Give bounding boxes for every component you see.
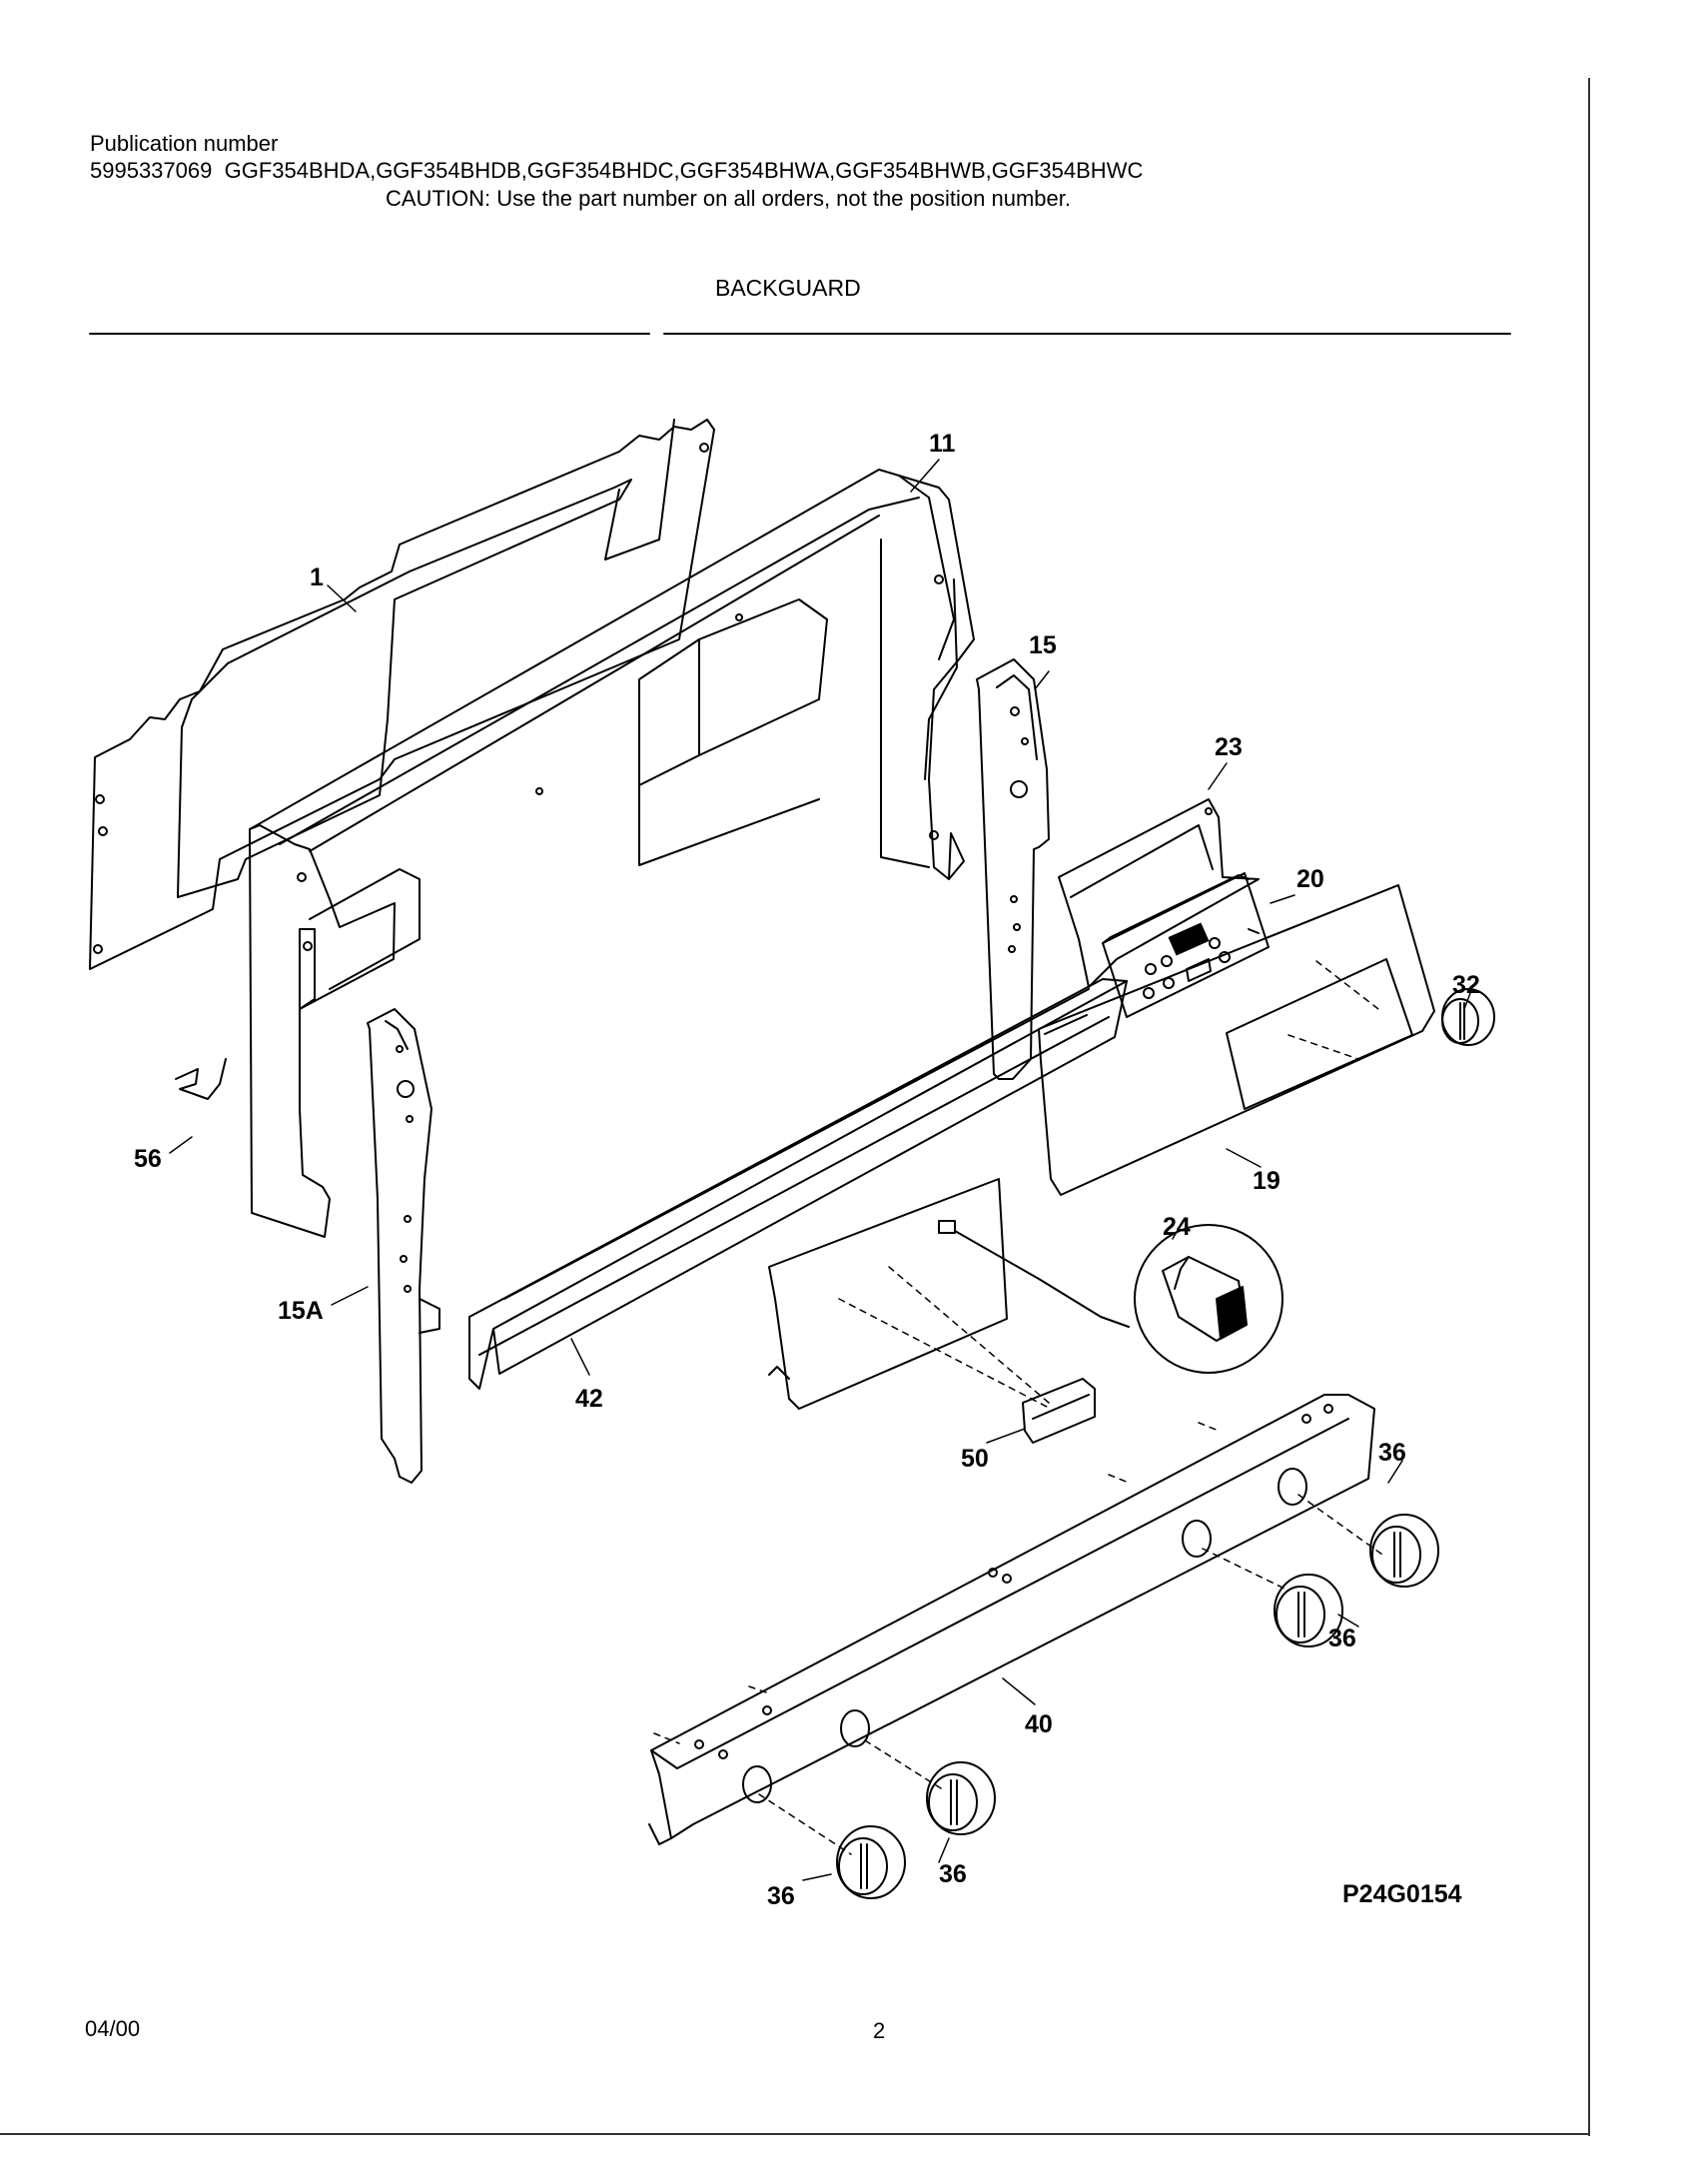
callout-20: 20 bbox=[1296, 865, 1324, 893]
footer-date: 04/00 bbox=[85, 2016, 141, 2041]
callout-15a: 15A bbox=[278, 1297, 324, 1325]
callout-24: 24 bbox=[1163, 1213, 1191, 1241]
publication-number: 5995337069 bbox=[90, 158, 213, 183]
footer-page-number: 2 bbox=[873, 2018, 886, 2043]
control-panel-part bbox=[1038, 884, 1435, 1196]
callout-36-lower-left: 36 bbox=[767, 1882, 795, 1910]
right-bracket-part bbox=[976, 658, 1050, 1080]
callout-42: 42 bbox=[575, 1385, 603, 1413]
publication-label: Publication number bbox=[90, 131, 279, 156]
callout-23: 23 bbox=[1215, 733, 1243, 761]
backguard-frame-part bbox=[249, 469, 975, 1238]
section-title: BACKGUARD bbox=[715, 275, 861, 301]
small-bracket-part bbox=[175, 1058, 227, 1100]
leader-lines bbox=[169, 459, 1471, 1881]
page-border-right bbox=[1588, 78, 1590, 2136]
callout-36-upper-right: 36 bbox=[1378, 1439, 1406, 1467]
callout-labels: 1 11 15 15A 19 20 23 24 32 36 36 36 36 4… bbox=[134, 430, 1480, 1910]
callout-36-middle-right: 36 bbox=[1328, 1625, 1356, 1652]
callout-56: 56 bbox=[134, 1145, 162, 1173]
burner-knob-middle-left bbox=[926, 1761, 996, 1835]
callout-1: 1 bbox=[310, 563, 324, 591]
callout-40: 40 bbox=[1025, 1710, 1053, 1738]
burner-knob-lower-left bbox=[836, 1825, 906, 1899]
channel-rail-part bbox=[468, 978, 1128, 1390]
model-list: GGF354BHDA,GGF354BHDB,GGF354BHDC,GGF354B… bbox=[224, 158, 1144, 183]
clock-bracket-part bbox=[1058, 798, 1260, 988]
callout-50: 50 bbox=[961, 1445, 989, 1473]
callout-32: 32 bbox=[1452, 971, 1480, 999]
left-bracket-part bbox=[367, 1008, 440, 1484]
callout-15: 15 bbox=[1029, 631, 1057, 659]
clock-control-part bbox=[1102, 872, 1270, 1018]
publication-line: 5995337069 GGF354BHDA,GGF354BHDB,GGF354B… bbox=[90, 158, 1143, 184]
burner-knob-middle-right bbox=[1274, 1574, 1343, 1647]
callout-11: 11 bbox=[929, 430, 956, 458]
callout-36-middle-left: 36 bbox=[939, 1860, 967, 1888]
page-border-bottom bbox=[0, 2133, 1590, 2135]
alignment-lines bbox=[653, 960, 1383, 1855]
figure-id: P24G0154 bbox=[1342, 1880, 1462, 1908]
manifold-panel-part bbox=[648, 1394, 1375, 1845]
rocker-switch-panel-part bbox=[768, 1178, 1283, 1410]
switch-cover-part bbox=[1022, 1378, 1096, 1444]
callout-19: 19 bbox=[1253, 1167, 1280, 1195]
burner-knob-upper-right bbox=[1369, 1514, 1439, 1588]
caution-note: CAUTION: Use the part number on all orde… bbox=[386, 186, 1071, 211]
rear-panel-part bbox=[89, 419, 715, 970]
